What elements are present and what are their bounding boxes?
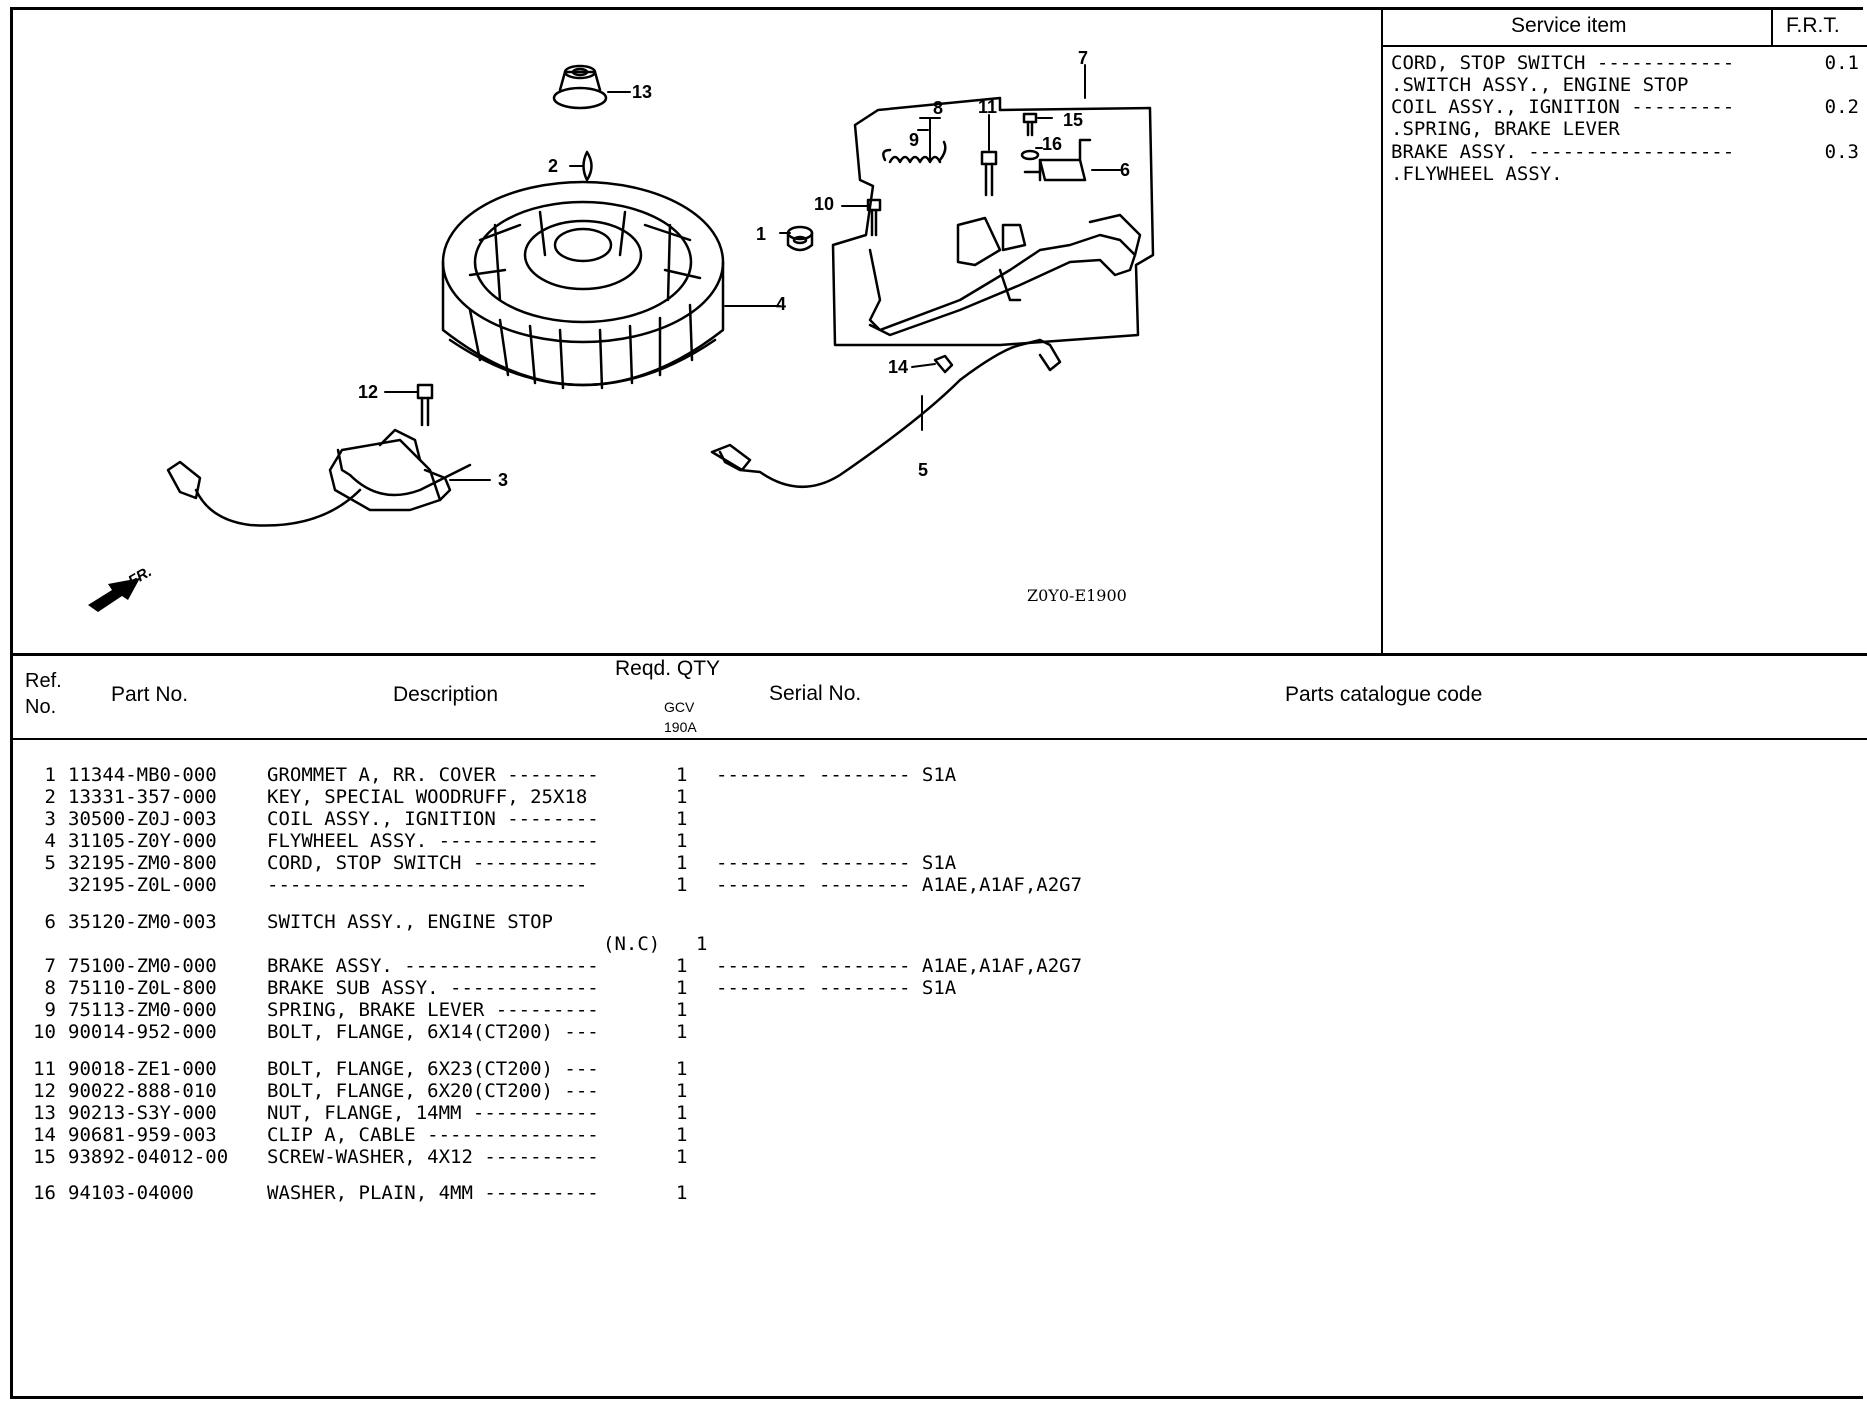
callout-13: 13 bbox=[632, 82, 653, 102]
service-item-row: BRAKE ASSY. ------------------ bbox=[1391, 141, 1735, 163]
no-header: No. bbox=[25, 696, 57, 718]
service-item-row: .SWITCH ASSY., ENGINE STOP bbox=[1391, 74, 1689, 96]
reqd-qty-header: Reqd. QTY bbox=[615, 657, 721, 680]
table-row-continuation: (N.C)1 bbox=[603, 933, 708, 955]
bolt-11-part bbox=[980, 150, 998, 197]
brake-lever-part bbox=[868, 213, 1142, 337]
bolt-12-part bbox=[416, 383, 434, 427]
screw-washer-part bbox=[1020, 112, 1040, 161]
frt-header: F.R.T. bbox=[1786, 14, 1840, 37]
service-panel-divider bbox=[1381, 7, 1383, 654]
diagram-code: Z0Y0-E1900 bbox=[1027, 586, 1127, 605]
stop-switch-cord-part bbox=[710, 338, 1062, 488]
callout-2: 2 bbox=[548, 156, 559, 176]
callout-8: 8 bbox=[933, 98, 944, 118]
table-row: 32195-Z0L-000---------------------------… bbox=[68, 874, 1083, 896]
serial-no-header: Serial No. bbox=[769, 682, 862, 705]
ref-header: Ref. bbox=[25, 670, 62, 692]
flywheel-part bbox=[441, 180, 725, 390]
service-item-row: .FLYWHEEL ASSY. bbox=[1391, 163, 1563, 185]
callout-3: 3 bbox=[498, 470, 509, 490]
callout-15: 15 bbox=[1063, 110, 1084, 130]
description-header: Description bbox=[393, 683, 499, 706]
callout-leader-lines bbox=[384, 64, 1121, 481]
callout-6: 6 bbox=[1120, 160, 1131, 180]
callout-12: 12 bbox=[358, 382, 379, 402]
callout-4: 4 bbox=[776, 294, 787, 314]
service-item-frt: 0.3 bbox=[1824, 141, 1859, 163]
callout-14: 14 bbox=[888, 357, 909, 377]
model-header-line2: 190A bbox=[664, 719, 697, 735]
catalogue-code-header: Parts catalogue code bbox=[1285, 683, 1483, 706]
exploded-parts-diagram bbox=[88, 64, 1155, 612]
service-header-line bbox=[1382, 45, 1867, 47]
stop-switch-part bbox=[1023, 138, 1092, 182]
service-item-row: CORD, STOP SWITCH ------------ bbox=[1391, 52, 1735, 74]
grommet-part bbox=[786, 225, 814, 252]
callout-11: 11 bbox=[978, 97, 998, 117]
brake-assy-outline bbox=[831, 96, 1155, 347]
callout-16: 16 bbox=[1042, 134, 1063, 154]
flange-nut-part bbox=[552, 64, 608, 110]
model-header-line1: GCV bbox=[664, 699, 695, 715]
callout-7: 7 bbox=[1078, 48, 1089, 68]
page-frame bbox=[10, 7, 1863, 1399]
ignition-coil-part bbox=[166, 428, 472, 527]
table-header-divider-line bbox=[10, 738, 1867, 740]
service-item-frt: 0.2 bbox=[1824, 96, 1859, 118]
service-item-header: Service item bbox=[1511, 14, 1627, 37]
woodruff-key-part bbox=[582, 150, 593, 182]
callout-10: 10 bbox=[814, 194, 835, 214]
callout-5: 5 bbox=[918, 460, 929, 480]
service-item-row: COIL ASSY., IGNITION --------- bbox=[1391, 96, 1735, 118]
callout-1: 1 bbox=[756, 224, 767, 244]
front-direction-arrow-icon bbox=[88, 578, 140, 612]
service-item-frt: 0.1 bbox=[1824, 52, 1859, 74]
callout-9: 9 bbox=[909, 130, 920, 150]
part-no-header: Part No. bbox=[111, 683, 189, 706]
header-divider-line bbox=[10, 653, 1867, 656]
cable-clip-part bbox=[933, 354, 954, 374]
service-item-row: .SPRING, BRAKE LEVER bbox=[1391, 118, 1620, 140]
frt-column-divider bbox=[1771, 7, 1773, 47]
